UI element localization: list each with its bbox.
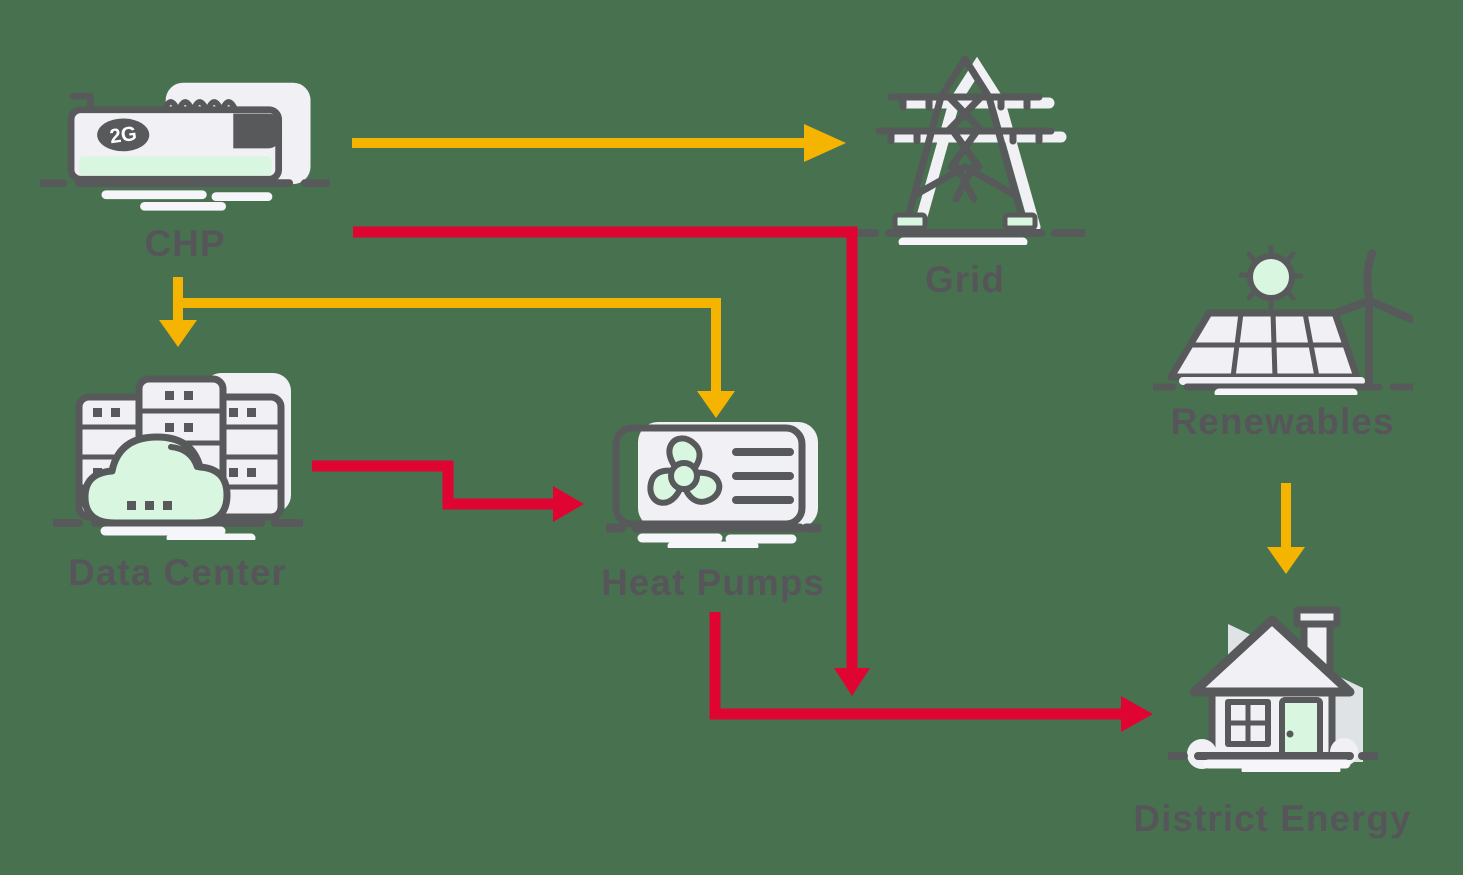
grid-label: Grid	[924, 259, 1006, 300]
grid-node: Grid	[845, 45, 1085, 301]
grid-tower-icon	[845, 55, 1085, 245]
chp-generator-icon: 2G	[40, 82, 330, 211]
chp-engine-cap	[233, 113, 282, 149]
chp-node: 2G CHP	[30, 75, 340, 265]
edge-chp-grid	[352, 124, 846, 162]
grid-ground-smudge	[898, 237, 1028, 245]
chp-badge-text: 2G	[108, 123, 138, 149]
edge-heat-pumps-district-energy	[709, 612, 1153, 732]
sun-icon	[1238, 245, 1303, 310]
data-center-label: Data Center	[68, 552, 287, 593]
heat-pump-ground-smudge	[637, 533, 796, 548]
edge-chp-district-energy	[353, 226, 870, 696]
solar-panel	[1167, 309, 1365, 385]
edge-renewables-district-energy-arrowhead	[1267, 547, 1305, 574]
edge-chp-grid-arrowhead	[804, 124, 846, 162]
grid-foot-right	[1002, 212, 1038, 231]
grid-tower	[875, 55, 1055, 225]
house-icon	[1167, 606, 1378, 772]
fan-icon	[646, 435, 722, 506]
data-center-ground-smudge	[100, 526, 255, 540]
chp-label: CHP	[144, 223, 226, 264]
edge-heat-pumps-district-energy-arrowhead	[1121, 696, 1153, 732]
cloud-icon	[81, 433, 230, 527]
renewables-label: Renewables	[1170, 401, 1395, 442]
renewables-node: Renewables	[1150, 245, 1415, 443]
heat-pump-icon	[605, 422, 821, 548]
renewables-icon	[1152, 245, 1413, 395]
district-energy-label: District Energy	[1133, 798, 1412, 839]
heat-pumps-label: Heat Pumps	[601, 562, 825, 603]
chp-ground-smudge	[101, 190, 273, 211]
edge-chp-district-energy-arrowhead	[834, 668, 870, 696]
edge-chp-heat-pumps	[183, 298, 735, 418]
chp-green-band	[78, 156, 272, 176]
heat-pump-vents	[731, 448, 794, 504]
district-ground-smudge	[1203, 759, 1350, 772]
edge-data-center-heat-pumps	[312, 460, 584, 522]
heat-pumps-node: Heat Pumps	[601, 420, 825, 604]
house-roof	[1189, 615, 1354, 697]
edge-data-center-heat-pumps-arrowhead	[553, 486, 584, 522]
chp-pipe	[69, 92, 94, 114]
district-energy-node: District Energy	[1133, 592, 1411, 840]
edge-renewables-district-energy	[1267, 483, 1305, 574]
house-window	[1224, 699, 1271, 747]
edge-chp-heat-pumps-arrowhead	[697, 391, 735, 418]
edge-chp-data-center-arrowhead	[159, 320, 197, 347]
chp-badge	[97, 118, 150, 152]
edge-chp-data-center	[159, 277, 197, 347]
data-center-node: Data Center	[50, 355, 305, 594]
grid-foot-left	[892, 212, 928, 231]
data-center-icon	[52, 373, 303, 540]
